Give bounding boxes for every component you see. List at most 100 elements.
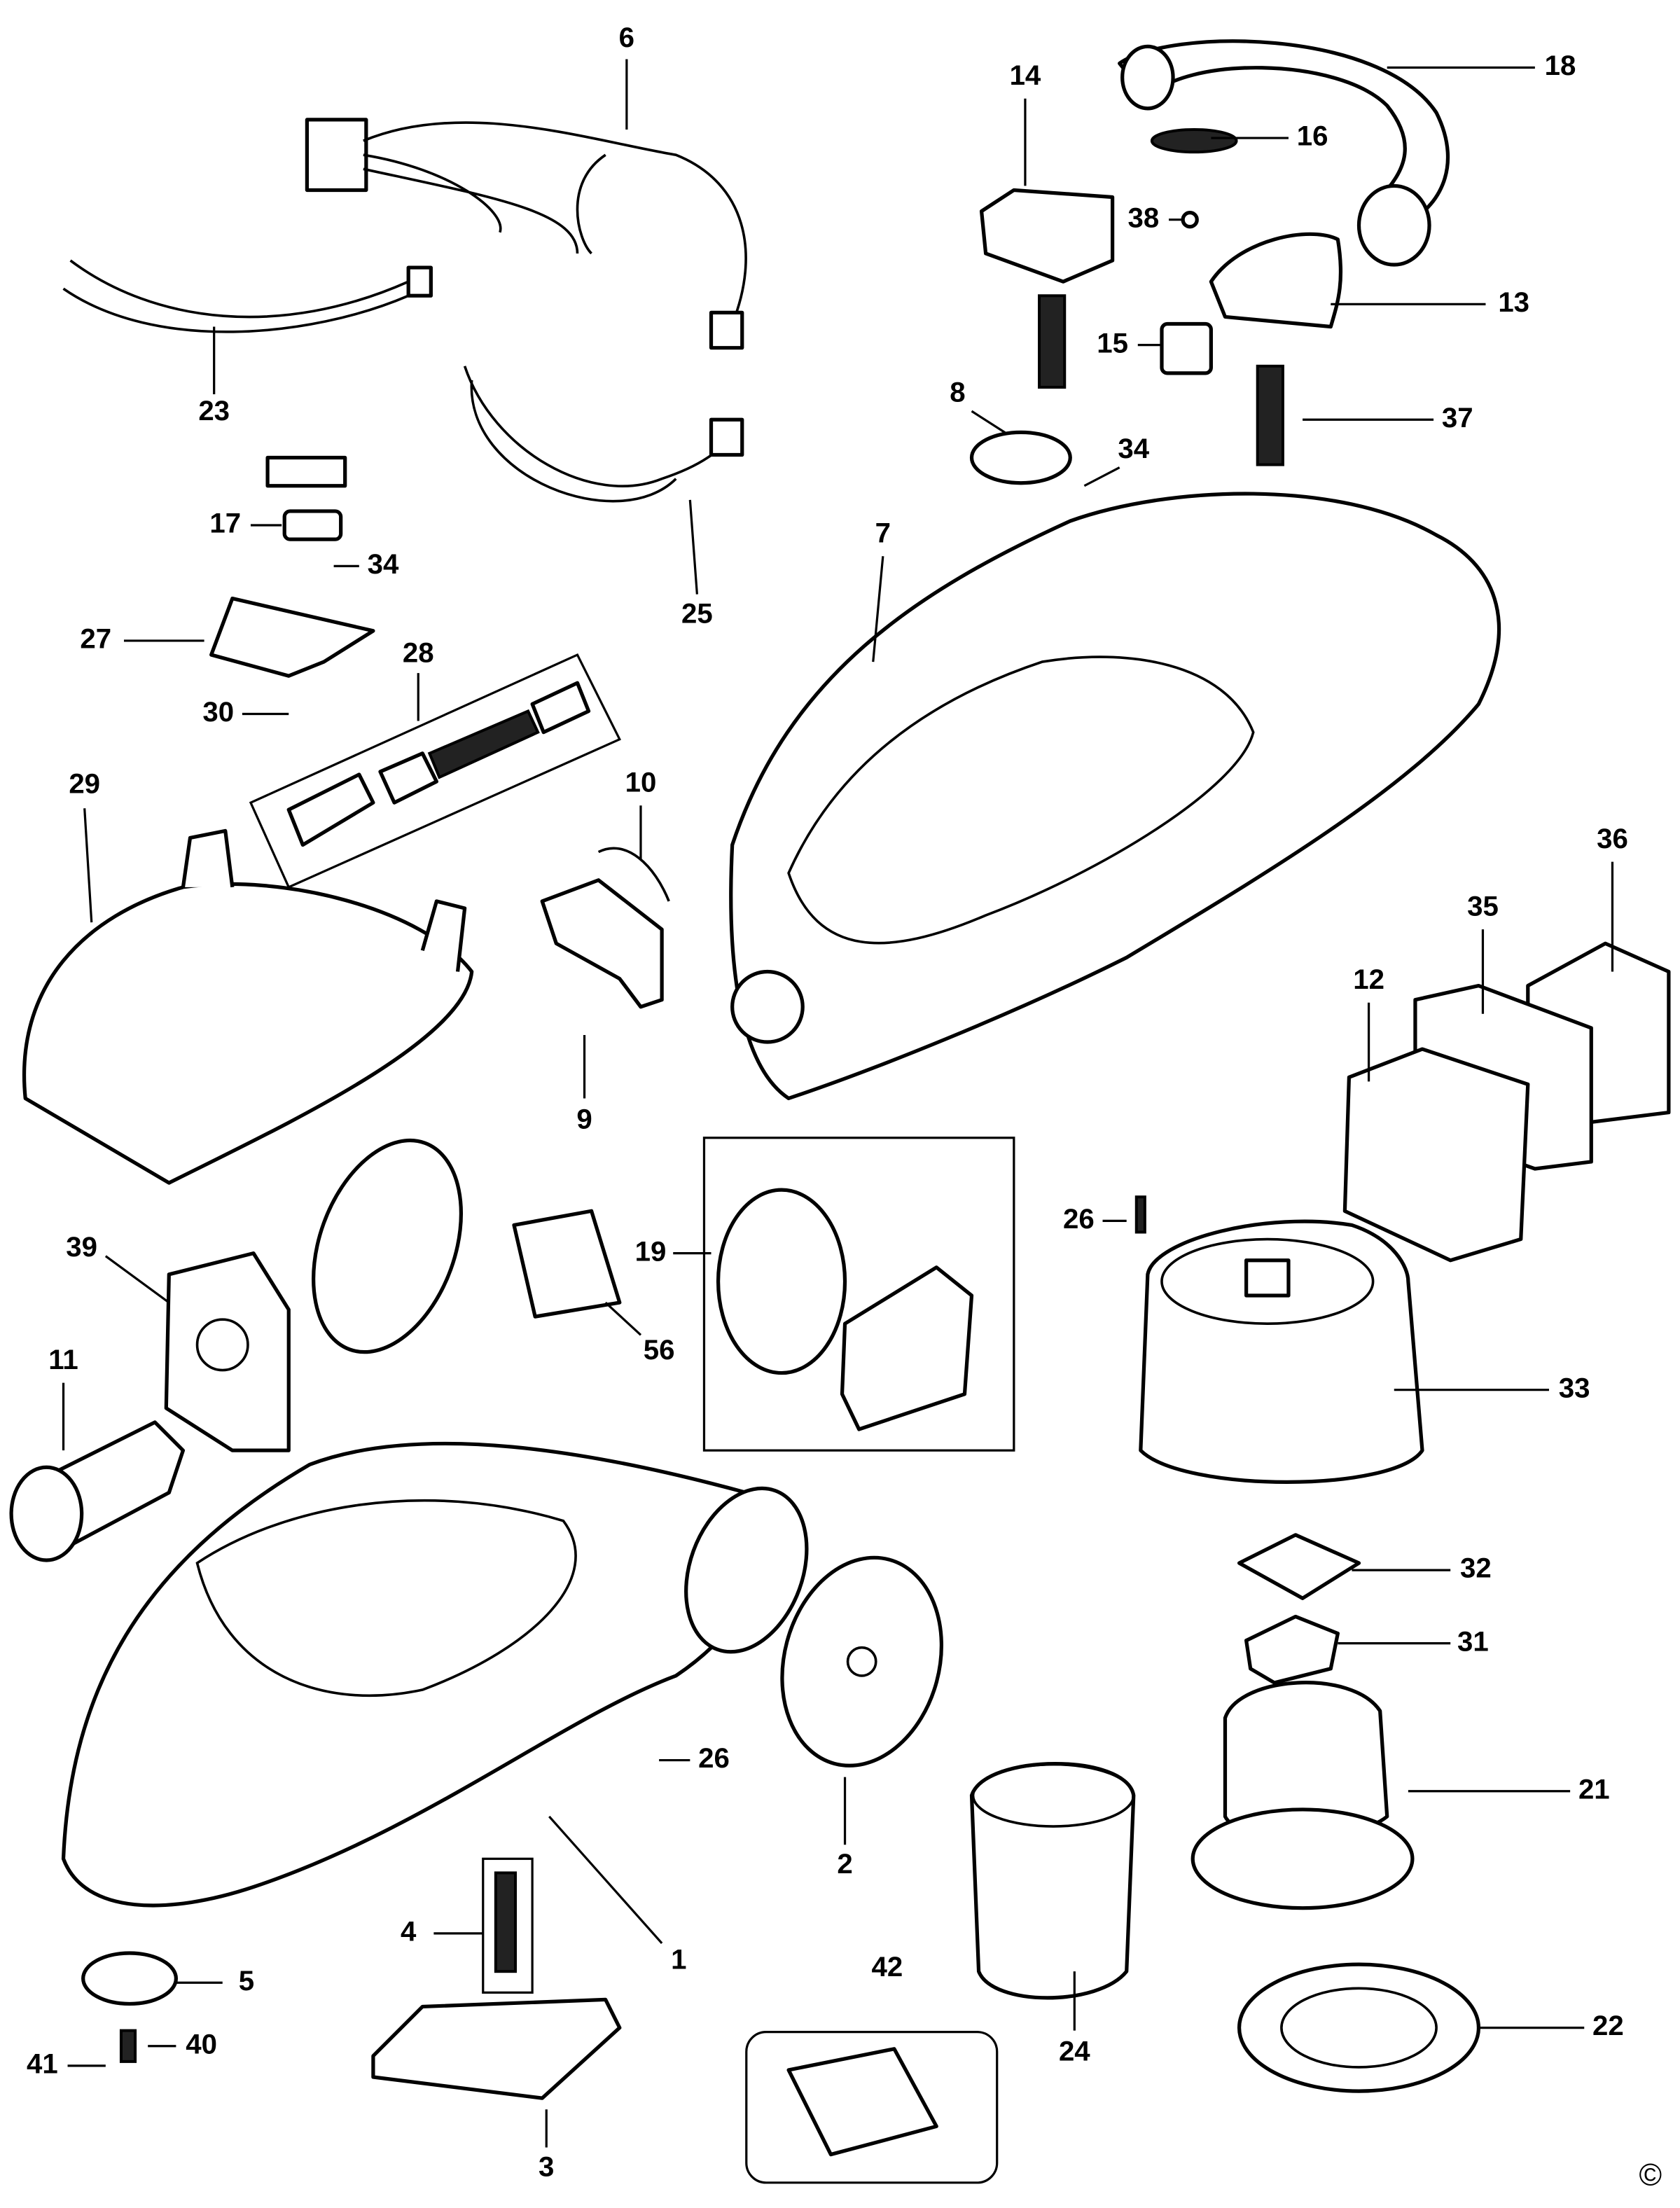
part-12-filter-frame [1342, 1047, 1530, 1263]
callout-39: 39 [66, 1231, 97, 1263]
callout-11: 11 [48, 1344, 78, 1375]
part-16 [1150, 127, 1238, 154]
part-11-ring [9, 1465, 84, 1562]
part-31 [1244, 1614, 1340, 1685]
part-38 [1181, 211, 1199, 229]
part-25-terminal [265, 455, 347, 488]
part-18-end-b [1356, 183, 1431, 267]
part-14 [979, 188, 1115, 284]
box-19 [702, 1137, 1015, 1452]
leader-line-25 [688, 499, 699, 595]
part-15 [1160, 321, 1213, 375]
part-28-hose-assembly [286, 681, 591, 847]
leader-line-34 [1083, 466, 1120, 487]
box-42 [745, 2031, 999, 2184]
part-29-hinges [181, 828, 467, 972]
callout-21: 21 [1578, 1773, 1610, 1805]
box-28 [249, 653, 621, 889]
part-22-ring [1237, 1962, 1481, 2093]
callout-10: 10 [625, 767, 657, 798]
callout-42: 42 [872, 1951, 903, 1983]
callout-25: 25 [681, 597, 713, 629]
part-33-port [1244, 1258, 1291, 1298]
callout-5: 5 [239, 1965, 254, 1997]
part-39-hole [195, 1318, 249, 1372]
callout-29: 29 [69, 768, 100, 800]
part-2-hub [846, 1646, 877, 1677]
callout-17: 17 [209, 508, 241, 539]
part-32 [1237, 1533, 1361, 1600]
leader-line-8 [971, 410, 1008, 435]
callout-28: 28 [403, 637, 434, 669]
callout-35: 35 [1467, 891, 1499, 922]
part-25-wires [463, 366, 733, 503]
part-wheel-top [312, 1138, 464, 1354]
group-boxes [249, 653, 1015, 2184]
callout-32: 32 [1460, 1553, 1492, 1584]
part-25-plug [709, 417, 744, 457]
callout-56: 56 [644, 1334, 675, 1366]
part-9-latch [540, 878, 664, 1009]
callout-33: 33 [1559, 1372, 1590, 1403]
callout-34: 34 [368, 548, 399, 580]
callout-37: 37 [1442, 402, 1473, 433]
callout-31: 31 [1457, 1625, 1489, 1657]
part-24-top [971, 1763, 1135, 1828]
part-2-wheel-cap [780, 1555, 944, 1768]
callout-38: 38 [1127, 202, 1159, 233]
part-7-upper-housing [729, 492, 1501, 1101]
callout-16: 16 [1297, 120, 1328, 152]
part-19-plate [840, 1265, 974, 1431]
callout-26: 26 [1063, 1203, 1095, 1235]
part-33-top [1160, 1237, 1375, 1326]
callout-8: 8 [950, 377, 965, 408]
callout-14: 14 [1010, 60, 1041, 91]
part-13 [1209, 232, 1343, 329]
callout-24: 24 [1059, 2035, 1090, 2067]
part-7-opening [787, 655, 1255, 945]
callout-23: 23 [198, 395, 230, 426]
leader-line-1 [548, 1815, 663, 1945]
leader-line-7 [872, 556, 884, 662]
part-26-screw [1134, 1195, 1146, 1234]
callout-30: 30 [202, 696, 234, 728]
part-40-41-pin [119, 2029, 137, 2063]
callout-40: 40 [186, 2028, 217, 2060]
copyright-mark: © [1639, 2158, 1662, 2192]
callout-36: 36 [1597, 823, 1628, 854]
part-29-cover [22, 882, 474, 1185]
part-23-wires [62, 259, 409, 333]
leader-line-56 [604, 1301, 642, 1336]
part-6-plug [709, 310, 744, 350]
part-7-port [730, 969, 805, 1044]
part-56-filter [512, 1209, 622, 1319]
callout-1: 1 [671, 1944, 686, 1976]
part-8 [969, 430, 1072, 485]
callout-27: 27 [80, 623, 111, 655]
callout-19: 19 [635, 1235, 667, 1267]
callout-12: 12 [1353, 964, 1384, 995]
part-33-motor-cover [1139, 1219, 1424, 1485]
part-6-wires [363, 121, 747, 325]
part-37-spring [1256, 364, 1284, 466]
callout-2: 2 [837, 1848, 852, 1880]
box-4 [482, 1857, 534, 1994]
callout-41: 41 [27, 2048, 58, 2080]
part-19-reel [716, 1188, 847, 1375]
leader-lines [62, 59, 1614, 2148]
part-17-switch [282, 509, 343, 541]
leader-line-39 [104, 1255, 170, 1304]
callout-26: 26 [698, 1742, 730, 1774]
part-spring-left [1038, 294, 1067, 389]
part-3-plate [371, 1997, 622, 2100]
callout-22: 22 [1592, 2010, 1624, 2041]
part-22-inner [1280, 1987, 1438, 2069]
part-42-bag [786, 2047, 938, 2157]
part-23-plug [406, 265, 433, 298]
callout-15: 15 [1097, 327, 1128, 359]
callout-13: 13 [1498, 286, 1529, 318]
callout-6: 6 [619, 22, 634, 53]
part-1-inner [195, 1499, 577, 1697]
part-39-bracket [164, 1251, 291, 1452]
